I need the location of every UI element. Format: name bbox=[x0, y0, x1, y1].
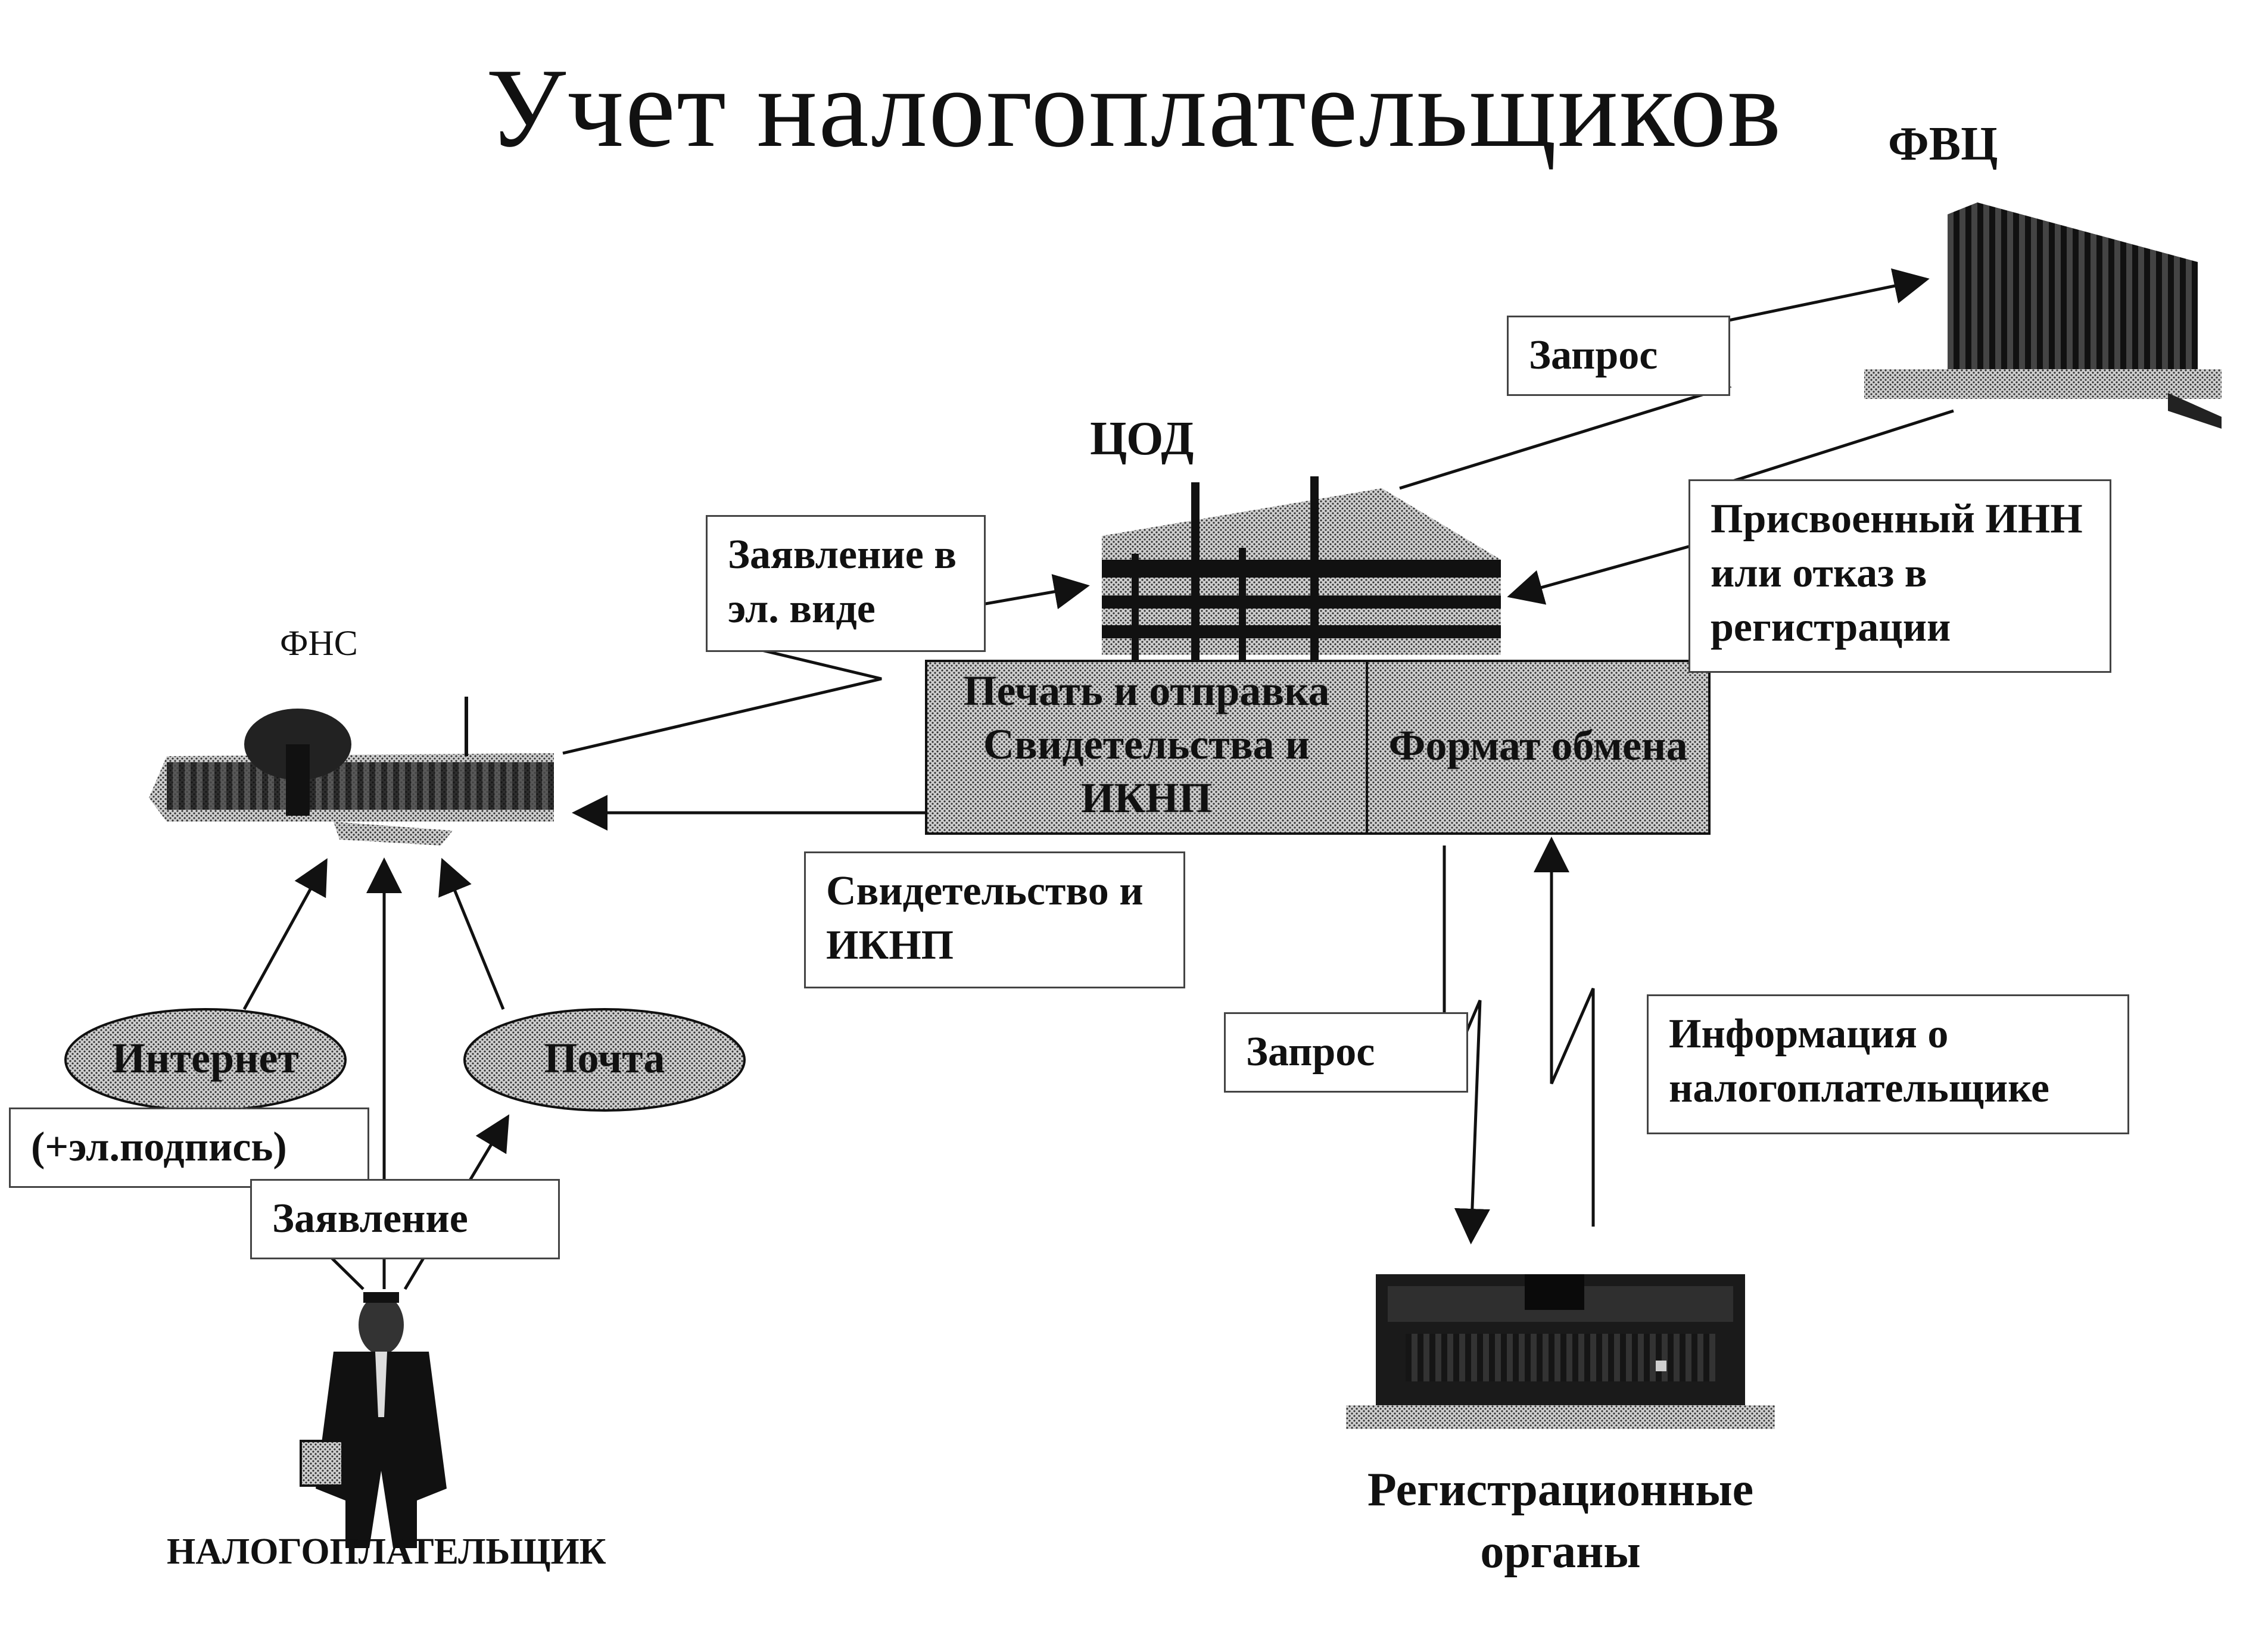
application-box: Заявление bbox=[250, 1179, 560, 1259]
taxpayer-info-box: Информация о налогоплательщике bbox=[1647, 994, 2129, 1134]
registration-organs-label: Регистрационные органы bbox=[1367, 1464, 1754, 1578]
fvc-label: ФВЦ bbox=[1888, 118, 1998, 170]
registration-organs-building-icon bbox=[1346, 1274, 1775, 1429]
request-to-registration-box: Запрос bbox=[1224, 1012, 1468, 1093]
taxpayer-label: НАЛОГОПЛАТЕЛЬЩИК bbox=[167, 1531, 606, 1572]
page-title: Учет налогоплательщиков bbox=[485, 46, 1783, 171]
cod-building-icon bbox=[1102, 476, 1501, 661]
mail-channel-label: Почта bbox=[544, 1034, 665, 1082]
cod-panel-print-send: Печать и отправка Свидетельства и ИКНП bbox=[963, 667, 1330, 822]
request-to-fvc-box: Запрос bbox=[1507, 316, 1730, 396]
esign-box: (+эл.подпись) bbox=[9, 1107, 369, 1188]
arrow-internet-to-fns bbox=[242, 858, 328, 1010]
arrow-registration-to-cod bbox=[1534, 837, 1595, 1227]
assigned-inn-box: Присвоенный ИНН или отказ в регистрации bbox=[1688, 479, 2111, 673]
electronic-application-box: Заявление в эл. виде bbox=[706, 515, 986, 652]
internet-channel-label: Интернет bbox=[112, 1034, 299, 1082]
cod-panel-exchange-format: Формат обмена bbox=[1388, 722, 1688, 769]
mail-channel-ellipse bbox=[463, 1008, 746, 1112]
cod-label: ЦОД bbox=[1090, 413, 1194, 465]
fns-label: ФНС bbox=[280, 623, 358, 663]
certificate-iknp-box: Свидетельство и ИКНП bbox=[804, 851, 1185, 988]
cod-panel bbox=[925, 660, 1711, 835]
taxpayer-person-icon bbox=[300, 1292, 447, 1548]
fns-building-icon bbox=[149, 697, 554, 846]
arrow-mail-to-fns bbox=[438, 857, 505, 1010]
fvc-building-icon bbox=[1864, 202, 2222, 429]
